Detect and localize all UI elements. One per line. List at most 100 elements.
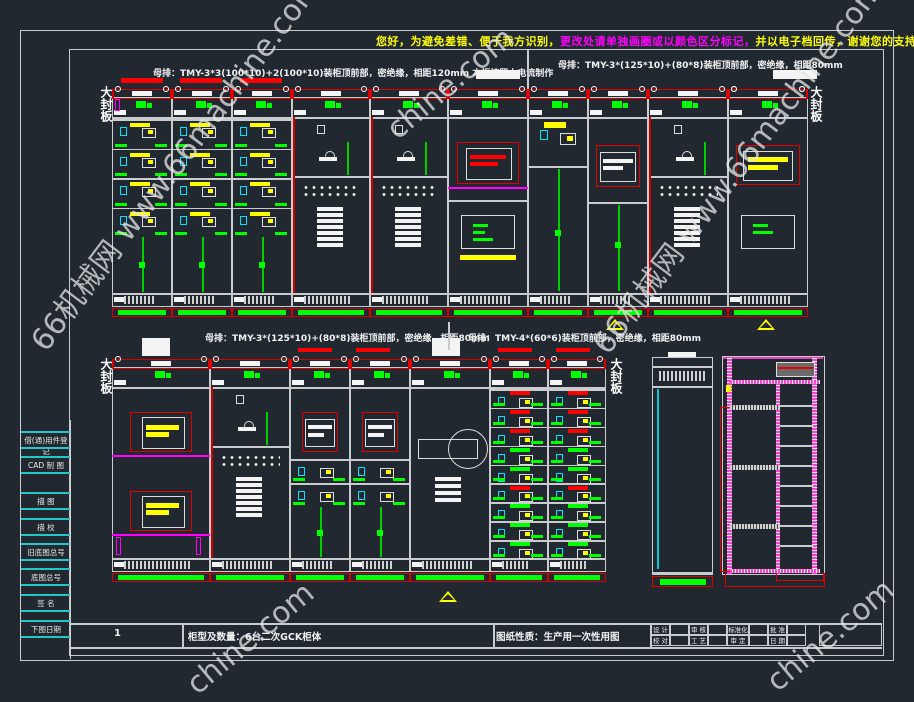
vent-grill: [540, 296, 570, 304]
meter-display: [525, 400, 530, 404]
left-panel-label: 描 校: [22, 522, 70, 533]
shelf-line: [780, 425, 813, 427]
label-block: [294, 110, 306, 115]
meter-display: [583, 513, 588, 517]
label-block: [550, 380, 562, 385]
label-block: [212, 562, 222, 567]
meter-display: [583, 551, 588, 555]
base-rail: [118, 310, 166, 315]
component: [563, 103, 568, 108]
left-panel-label: 底图总号: [22, 572, 70, 583]
bolt: [551, 356, 557, 362]
meter-display: [386, 494, 391, 498]
bolt: [579, 86, 585, 92]
front-view-frame: [652, 357, 713, 575]
rail: [531, 460, 543, 463]
left-panel-label: 借(通)用件登记: [22, 435, 70, 457]
rail: [493, 460, 505, 463]
meter-display: [525, 513, 530, 517]
bolt: [591, 86, 597, 92]
rail: [235, 203, 247, 206]
section-divider: [527, 49, 529, 94]
row-line: [21, 518, 70, 520]
rail: [589, 478, 601, 481]
rail: [531, 497, 543, 500]
rail: [215, 203, 227, 206]
divider: [588, 117, 648, 119]
base-rail: [178, 310, 226, 315]
module-tag: [510, 486, 530, 490]
label-block: [550, 562, 560, 567]
divider: [112, 558, 210, 560]
rail: [235, 232, 247, 235]
label-block: [114, 380, 126, 385]
left-panel-label: CAD 制 图: [22, 460, 70, 471]
rail: [531, 441, 543, 444]
vent-grill: [362, 561, 392, 569]
rail: [589, 441, 601, 444]
capacitor-label: [308, 433, 324, 437]
meter-display: [208, 189, 213, 193]
module-tag: [568, 429, 588, 433]
capacitor-label: [368, 425, 392, 429]
vent-grill: [124, 561, 192, 569]
rail: [293, 502, 305, 505]
vent-grill: [422, 561, 472, 569]
rail: [551, 535, 563, 538]
module-divider: [232, 119, 292, 121]
left-panel-label: 签 名: [22, 598, 70, 609]
rail: [353, 502, 365, 505]
dimension-line: [776, 573, 824, 581]
rail: [493, 516, 505, 519]
divider: [588, 202, 648, 204]
rail: [293, 478, 305, 481]
signoff-cell: 工 艺: [689, 635, 708, 646]
meter-display: [525, 551, 530, 555]
text-line: [395, 225, 421, 229]
text-line: [395, 207, 421, 211]
rail: [235, 144, 247, 147]
module-tag: [510, 391, 530, 395]
header-label: [548, 91, 568, 96]
bolt: [163, 86, 169, 92]
base-rail: [734, 310, 802, 315]
bolt: [115, 86, 121, 92]
label-block: [397, 157, 415, 161]
signoff-cell: [787, 624, 806, 635]
meter-display: [583, 438, 588, 442]
label-block: [590, 297, 600, 302]
row-line: [21, 456, 70, 458]
vent-grill: [222, 561, 272, 569]
header-label: [252, 91, 272, 96]
rail: [551, 422, 563, 425]
meter-display: [268, 130, 273, 134]
module-label: [250, 182, 270, 186]
feeder-node: [377, 530, 383, 536]
label-block: [730, 297, 740, 302]
bolt: [373, 86, 379, 92]
bolt: [295, 86, 301, 92]
module-divider: [350, 459, 410, 461]
indicator: [317, 125, 325, 134]
rail: [215, 173, 227, 176]
row-line: [21, 568, 70, 570]
label-block: [292, 380, 304, 385]
signoff-cell: [749, 624, 768, 635]
rail: [393, 502, 405, 505]
bolt: [731, 86, 737, 92]
bolt: [341, 356, 347, 362]
row-line: [21, 431, 70, 433]
red-edge: [371, 117, 373, 293]
red-marker: [498, 348, 532, 352]
dimension-line: [720, 407, 730, 572]
feeder-wire: [618, 205, 620, 291]
text-line: [317, 213, 343, 217]
row-line: [21, 594, 70, 596]
rail: [551, 478, 563, 481]
breaker-icon: [240, 186, 247, 195]
component: [336, 103, 341, 108]
signoff-cell: 设 计: [651, 624, 670, 635]
signoff-cell: 日 期: [768, 635, 787, 646]
bolt: [493, 356, 499, 362]
component: [136, 101, 146, 108]
